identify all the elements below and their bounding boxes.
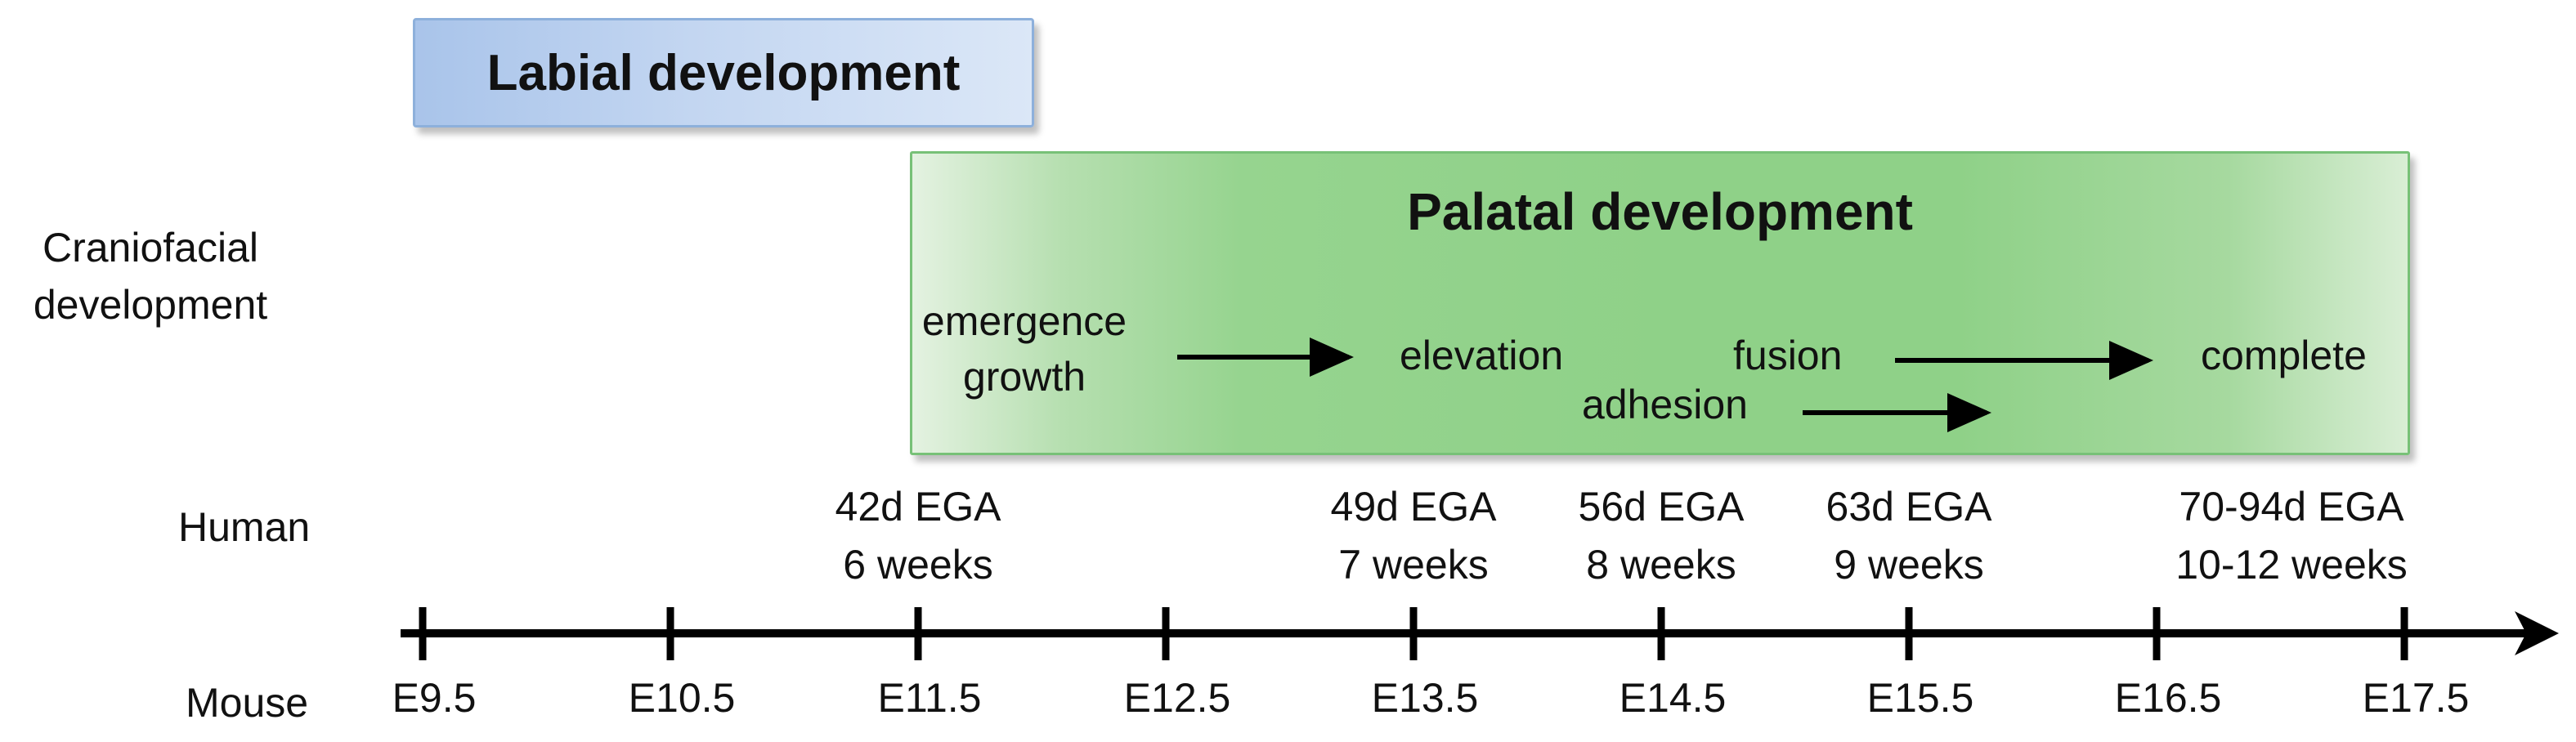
stage-emergence: emergence: [921, 298, 1127, 344]
row-label-human: Human: [178, 498, 310, 556]
human-age-egadays: 42d EGA: [835, 484, 1001, 530]
human-age-weeks: 9 weeks: [1834, 542, 1984, 588]
human-age-label: 56d EGA 8 weeks: [1579, 478, 1745, 594]
human-age-label: 63d EGA 9 weeks: [1826, 478, 1992, 594]
human-age-label: 70-94d EGA 10-12 weeks: [2175, 478, 2408, 594]
human-age-label: 42d EGA 6 weeks: [836, 478, 1001, 594]
craniofacial-label-text: Craniofacial development: [33, 225, 268, 328]
human-age-weeks: 6 weeks: [843, 542, 993, 588]
palatal-development-bar: Palatal development: [910, 151, 2410, 455]
stage-growth: growth: [962, 353, 1086, 400]
human-age-egadays: 63d EGA: [1826, 484, 1992, 530]
human-age-weeks: 8 weeks: [1586, 542, 1736, 588]
human-label-text: Human: [178, 504, 311, 550]
human-age-weeks: 10-12 weeks: [2175, 542, 2408, 588]
palatal-development-title: Palatal development: [1407, 182, 1913, 241]
mouse-tick-label: E17.5: [2362, 675, 2470, 721]
human-age-label: 49d EGA 7 weeks: [1331, 478, 1497, 594]
timeline-arrowhead: [2515, 611, 2559, 655]
row-label-craniofacial: Craniofacial development: [11, 219, 289, 333]
mouse-label-text: Mouse: [186, 680, 309, 726]
mouse-tick-label: E14.5: [1619, 675, 1727, 721]
stage-emergence-growth: emergence growth: [906, 294, 1143, 405]
mouse-tick-label: E10.5: [628, 675, 736, 721]
stage-complete: complete: [2201, 333, 2367, 378]
human-age-egadays: 70-94d EGA: [2179, 484, 2404, 530]
human-age-weeks: 7 weeks: [1338, 542, 1489, 588]
mouse-tick-label: E12.5: [1123, 675, 1231, 721]
labial-development-title: Labial development: [486, 44, 961, 101]
mouse-tick-label: E9.5: [392, 675, 477, 721]
timeline-ticks: [419, 607, 2408, 660]
human-age-egadays: 49d EGA: [1330, 484, 1497, 530]
mouse-tick-label: E13.5: [1371, 675, 1479, 721]
mouse-tick-label: E11.5: [877, 675, 982, 721]
stage-fusion: fusion: [1733, 333, 1843, 378]
human-age-egadays: 56d EGA: [1578, 484, 1745, 530]
stage-elevation: elevation: [1400, 333, 1564, 378]
labial-development-bar: Labial development: [413, 18, 1034, 127]
mouse-tick-label: E15.5: [1866, 675, 1974, 721]
stage-adhesion: adhesion: [1582, 382, 1748, 427]
mouse-tick-label: E16.5: [2114, 675, 2222, 721]
row-label-mouse: Mouse: [186, 674, 308, 731]
